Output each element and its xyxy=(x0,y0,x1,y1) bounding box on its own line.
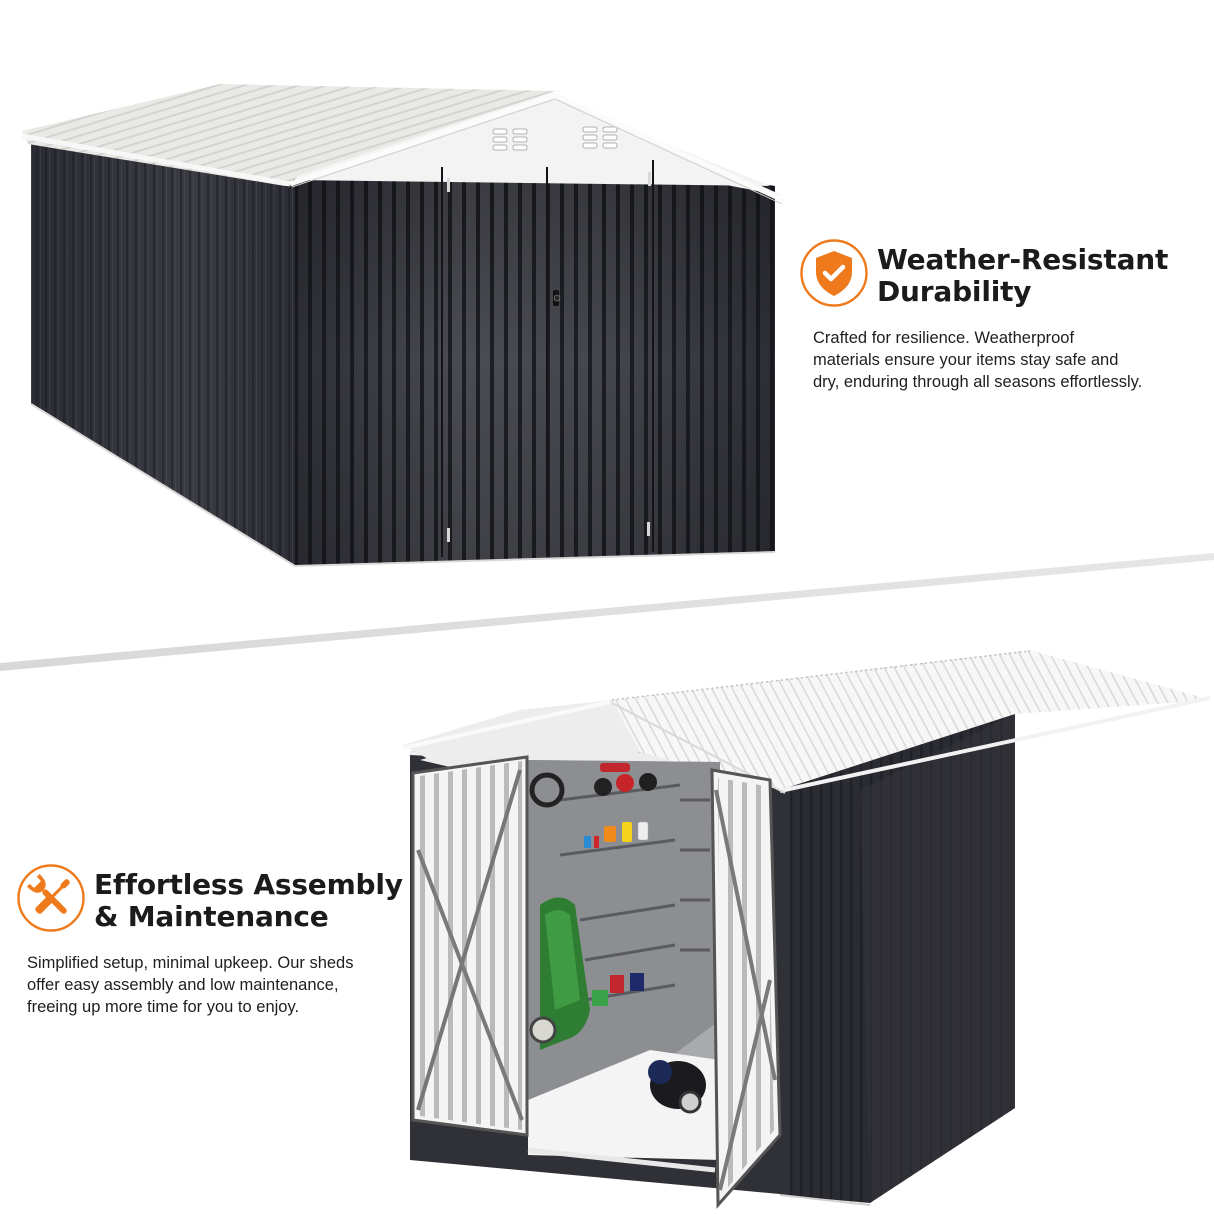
feature-title-line1: Effortless Assembly xyxy=(94,867,403,901)
description-line: materials ensure your items stay safe an… xyxy=(813,351,1119,369)
description-line: dry, enduring through all seasons effort… xyxy=(813,373,1143,391)
feature-description: Crafted for resilience. Weatherproof mat… xyxy=(813,327,1199,393)
feature-weather-resistant: Weather-Resistant Durability Crafted for… xyxy=(799,238,1199,393)
wrench-screwdriver-icon xyxy=(16,863,86,938)
diagonal-divider xyxy=(0,553,1214,671)
description-line: Crafted for resilience. Weatherproof xyxy=(813,329,1075,347)
storage-shelves xyxy=(559,783,710,1002)
feature-description: Simplified setup, minimal upkeep. Our sh… xyxy=(27,952,416,1018)
shield-check-icon xyxy=(799,238,869,313)
feature-effortless-assembly: Effortless Assembly & Maintenance Simpli… xyxy=(16,863,416,1018)
description-line: Simplified setup, minimal upkeep. Our sh… xyxy=(27,954,354,972)
door-handle-icon xyxy=(553,290,561,306)
feature-title-line2: & Maintenance xyxy=(94,899,329,933)
feature-title-line1: Weather-Resistant xyxy=(877,242,1169,276)
feature-title-line2: Durability xyxy=(877,274,1032,308)
description-line: freeing up more time for you to enjoy. xyxy=(27,998,300,1016)
closed-shed-image xyxy=(21,84,787,568)
vent-icon xyxy=(492,126,618,151)
open-shed-image xyxy=(402,650,1212,1209)
description-line: offer easy assembly and low maintenance, xyxy=(27,976,339,994)
